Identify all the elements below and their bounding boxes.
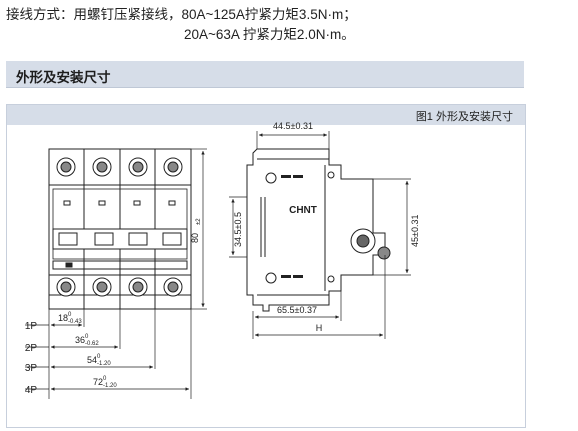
terminal-screws-top — [56, 157, 183, 177]
front-height-value: 80 — [190, 233, 200, 243]
width-4p-value: 72 — [93, 377, 103, 387]
width-4p-upper: 0 — [103, 376, 107, 382]
side-total-value: H — [316, 323, 323, 333]
width-3p-value: 54 — [87, 355, 97, 365]
side-view-slots — [281, 175, 303, 278]
wiring-method-line: 接线方式：用螺钉压紧接线，80A~125A拧紧力矩3.5N·m； — [6, 7, 357, 22]
width-3p-upper: 0 — [97, 354, 101, 360]
figure-caption: 图1 外形及安装尺寸 — [415, 111, 513, 123]
side-bottom-dimensions — [252, 255, 386, 339]
side-bottom-value: 65.5±0.37 — [277, 305, 317, 315]
torque-line: 20A~63A 拧紧力矩2.0N·m。 — [184, 27, 355, 42]
side-right-dimension — [373, 178, 411, 276]
pole-label-2p: 2P — [25, 343, 38, 354]
side-top-dimension — [256, 131, 330, 149]
width-4p-lower: -1.20 — [103, 383, 117, 389]
section-header: 外形及安装尺寸 — [6, 61, 524, 88]
front-view — [48, 148, 192, 310]
side-view-screws — [265, 171, 335, 284]
pole-label-3p: 3P — [25, 363, 38, 374]
width-2p-value: 36 — [75, 335, 85, 345]
pole-label-4p: 4P — [25, 385, 38, 396]
front-height-dimension — [191, 148, 207, 310]
width-2p-lower: -0.62 — [85, 341, 99, 347]
width-1p-value: 18 — [58, 313, 68, 323]
terminal-screws-bottom — [56, 277, 183, 297]
figure-caption-bar: 图1 外形及安装尺寸 — [7, 105, 525, 125]
pole-label-1p: 1P — [25, 321, 38, 332]
side-left-dimension — [229, 196, 247, 258]
handle-knob — [350, 228, 391, 260]
figure-panel: 图1 外形及安装尺寸 — [6, 104, 526, 428]
section-title: 外形及安装尺寸 — [16, 70, 111, 85]
side-top-value: 44.5±0.31 — [273, 121, 313, 131]
dimension-drawing: 80 ±2 1P 2P 3P 4P 18 0 -0.43 36 0 -0 — [25, 121, 420, 399]
side-right-value: 45±0.31 — [410, 215, 420, 247]
front-width-dimensions — [25, 309, 192, 399]
width-2p-upper: 0 — [85, 334, 89, 340]
side-view — [246, 148, 386, 312]
width-1p-upper: 0 — [68, 312, 72, 318]
brand-logo: CHNT — [289, 205, 317, 216]
front-height-tolerance: ±2 — [196, 218, 202, 225]
width-3p-lower: -1.20 — [97, 361, 111, 367]
width-1p-lower: -0.43 — [68, 319, 82, 325]
side-left-value: 34.5±0.5 — [233, 212, 243, 247]
